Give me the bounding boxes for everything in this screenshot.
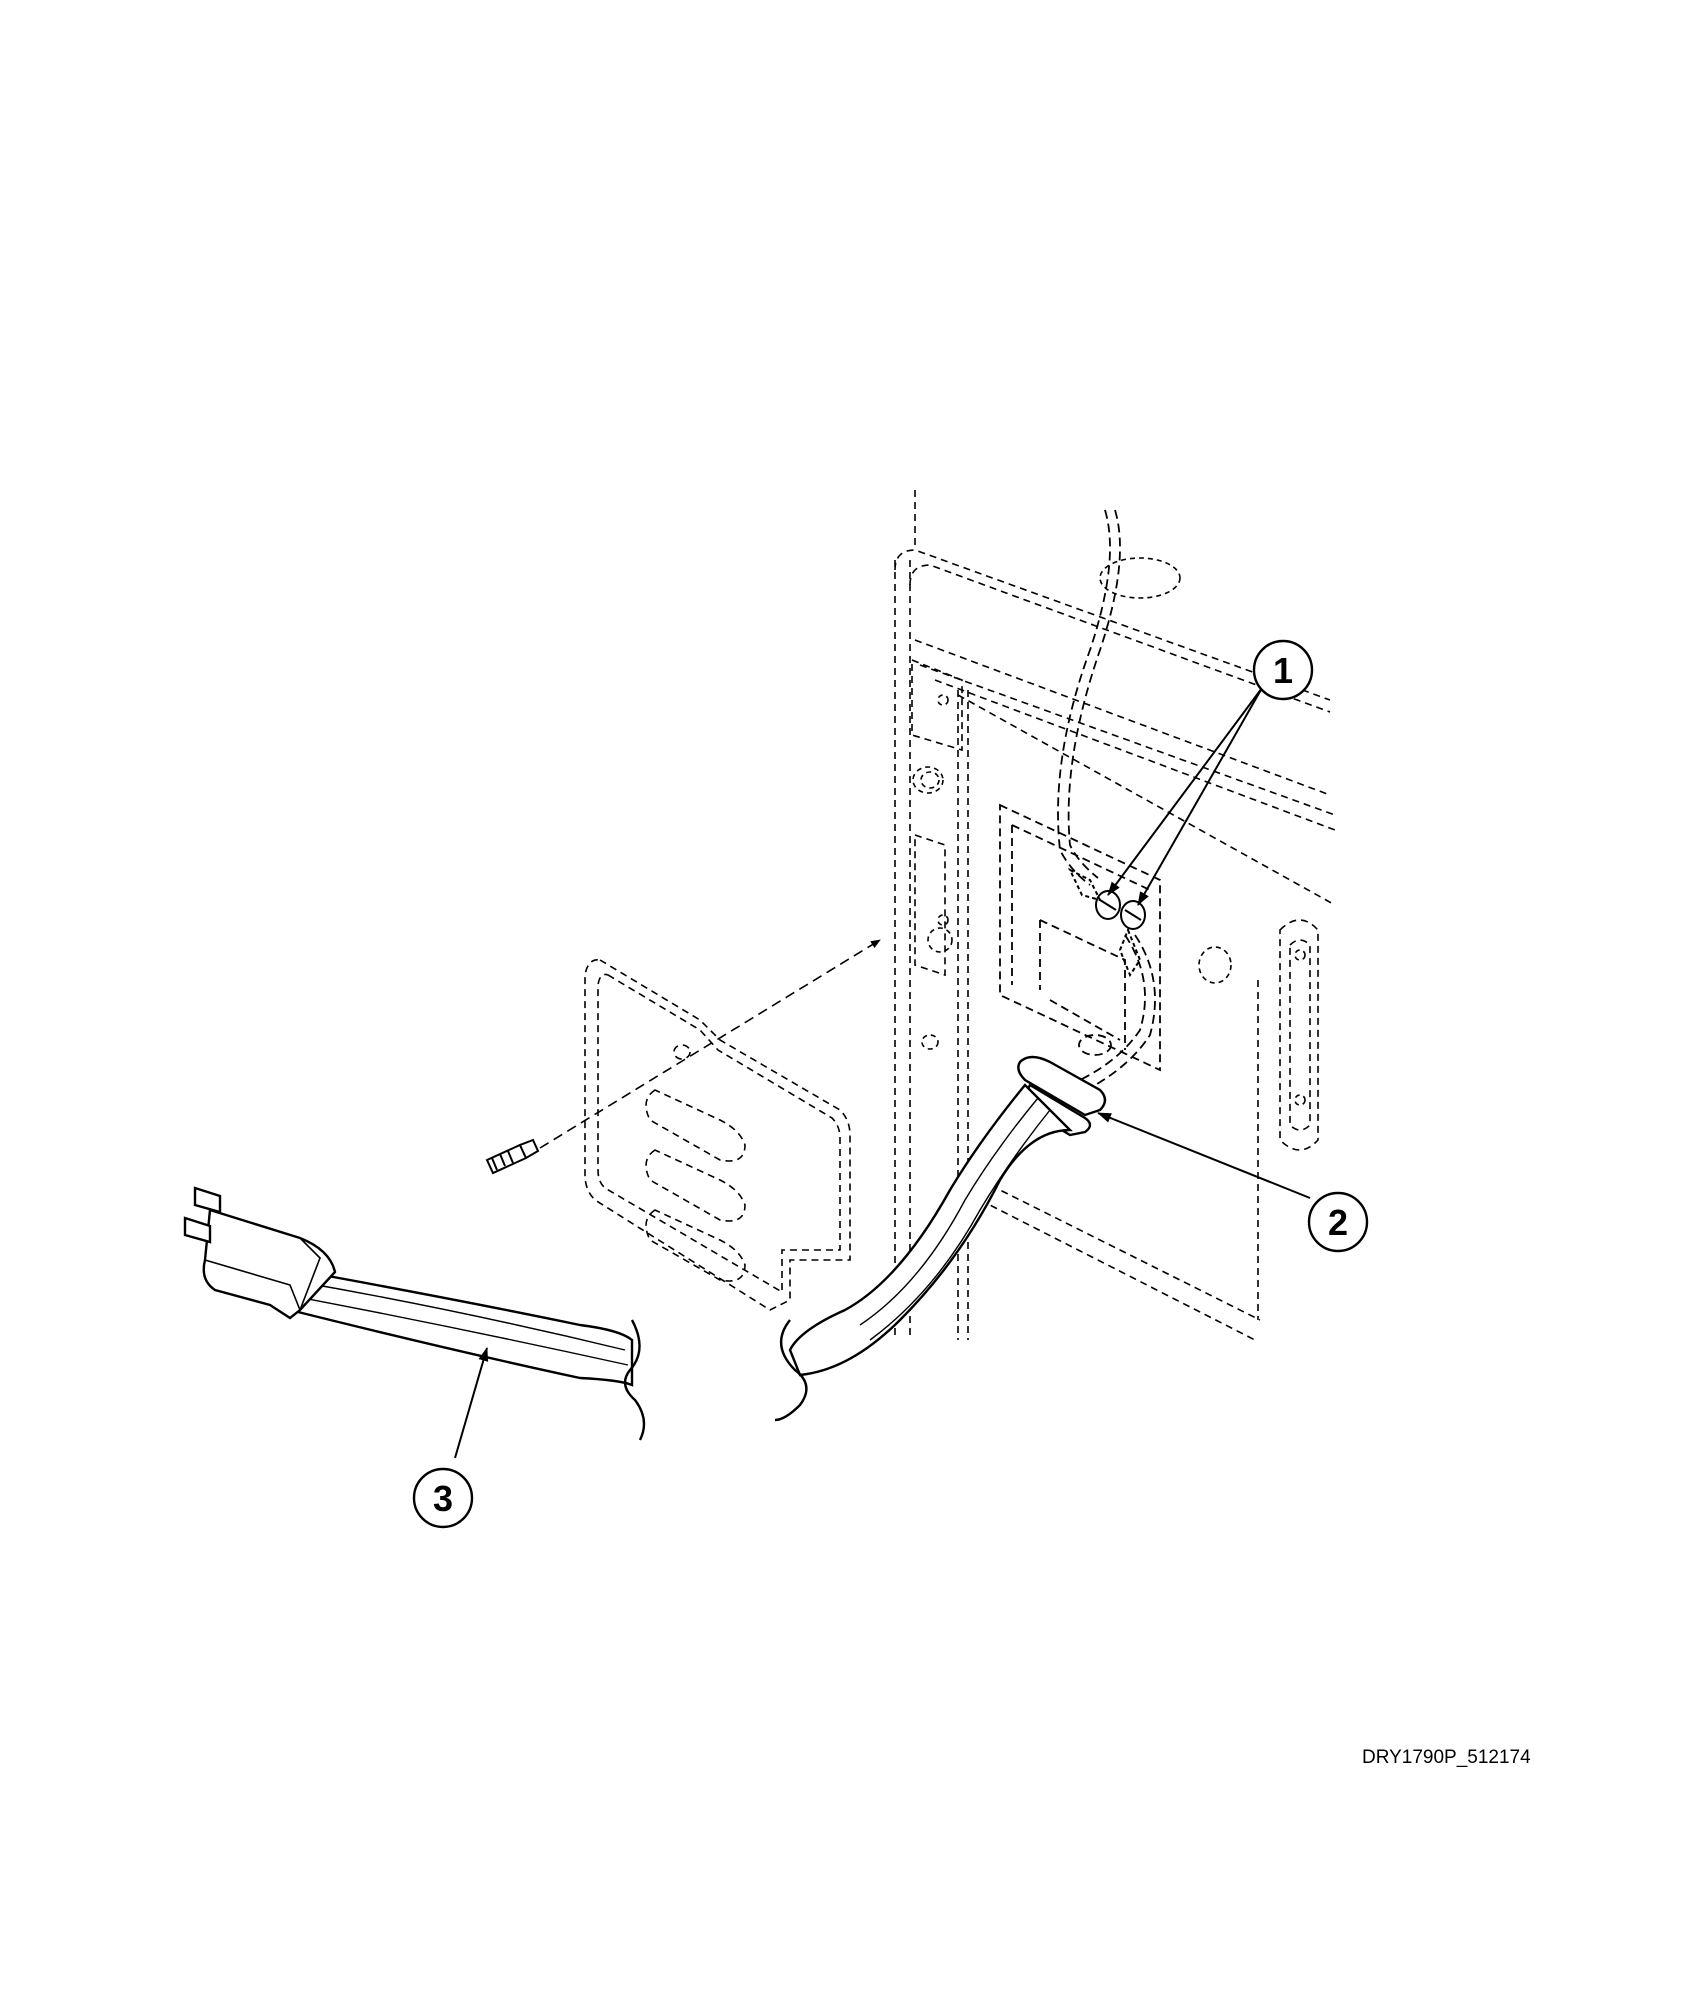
access-cover-plate bbox=[584, 958, 851, 1311]
callout-2-label: 2 bbox=[1328, 1202, 1348, 1243]
internal-wire bbox=[1057, 509, 1156, 1089]
terminal-screws bbox=[1067, 867, 1146, 978]
power-cord-rear-section bbox=[774, 1083, 1073, 1422]
cover-screw bbox=[485, 1138, 540, 1175]
dryer-cabinet bbox=[894, 490, 1336, 1341]
cover-alignment-arrow bbox=[539, 939, 881, 1149]
callout-1: 1 bbox=[1252, 639, 1314, 701]
power-cord-plug-section bbox=[183, 1186, 646, 1441]
figure-id: DRY1790P_512174 bbox=[1362, 1747, 1531, 1768]
callout-3: 3 bbox=[412, 1467, 474, 1529]
callout-leaders bbox=[454, 687, 1311, 1459]
callout-1-label: 1 bbox=[1273, 650, 1293, 691]
callout-3-label: 3 bbox=[433, 1478, 453, 1519]
callout-2: 2 bbox=[1307, 1191, 1369, 1253]
